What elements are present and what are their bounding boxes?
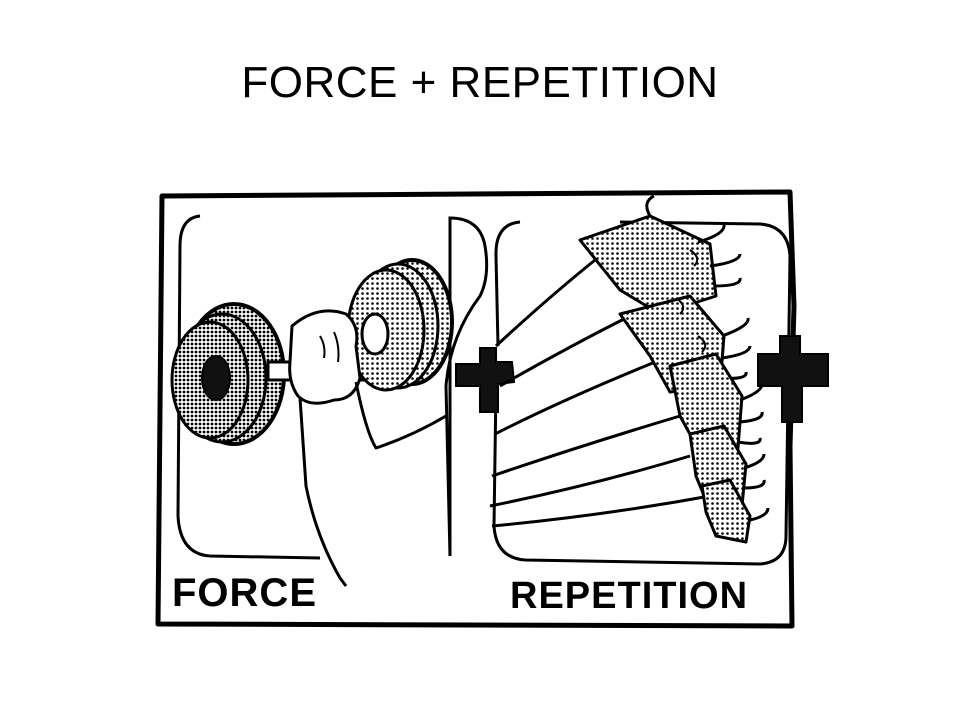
force-panel-frame xyxy=(176,214,489,560)
outer-frame xyxy=(155,189,797,629)
slide-title: FORCE + REPETITION xyxy=(241,58,719,107)
force-repetition-illustration: FORCE REPETITION xyxy=(155,189,829,629)
dumbbell-icon xyxy=(170,258,454,446)
plus-icon xyxy=(455,347,516,413)
repetition-panel-frame xyxy=(492,220,792,566)
arm-hand-icon xyxy=(288,309,447,587)
force-label: FORCE xyxy=(172,571,317,615)
plus-edge-icon xyxy=(757,335,829,423)
repetition-label: REPETITION xyxy=(510,575,748,617)
repeated-hands-icon xyxy=(489,194,770,544)
